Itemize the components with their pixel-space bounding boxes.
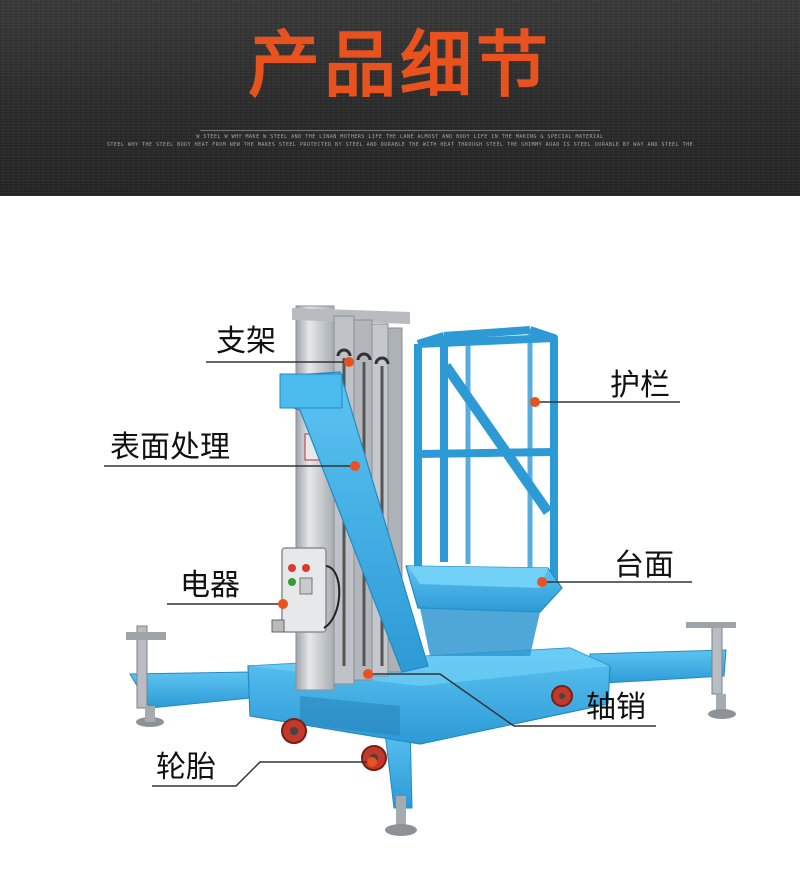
label-bracket: 支架 [216, 324, 276, 359]
banner-subtext-2: STEEL WHY THE STEEL BODY HEAT FROM NEW T… [106, 142, 694, 148]
banner-subtext-1: W STEEL W WHY MAKE W STEEL AND THE LINAN… [196, 134, 604, 140]
dot-luntai [367, 757, 377, 767]
platform-guardrail [414, 326, 558, 588]
dot-zhijia [344, 357, 354, 367]
label-tire: 轮胎 [156, 750, 216, 785]
dot-hulan [530, 397, 540, 407]
dot-dianqi [278, 599, 288, 609]
label-pivot-pin: 轴销 [586, 690, 646, 725]
dot-zhouxiao [363, 669, 373, 679]
dot-taimian [537, 577, 547, 587]
label-platform-deck: 台面 [614, 548, 674, 583]
banner-divider [200, 130, 600, 131]
platform-deck [405, 565, 563, 656]
product-illustration-area: 支架 表面处理 电器 轮胎 护栏 台面 轴销 [0, 196, 800, 876]
aerial-work-platform-illustration [104, 305, 736, 836]
dot-biaomian [350, 461, 360, 471]
page-title: 产品细节 [247, 23, 552, 107]
leader-lines [104, 361, 692, 787]
label-surface-treatment: 表面处理 [110, 430, 230, 465]
control-box [271, 547, 341, 633]
label-electrical: 电器 [180, 568, 240, 603]
callout-dots [278, 357, 547, 767]
support-brace [279, 371, 429, 673]
outriggers [126, 622, 736, 836]
label-guardrail: 护栏 [610, 368, 670, 403]
header-banner: 产品细节 W STEEL W WHY MAKE W STEEL AND THE … [0, 0, 800, 196]
